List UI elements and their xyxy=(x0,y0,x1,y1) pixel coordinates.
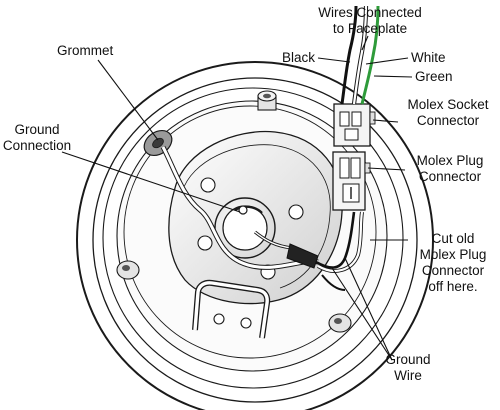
white-wire-label: White xyxy=(411,50,446,65)
green-wire-label: Green xyxy=(415,69,453,84)
leader-molex-socket xyxy=(372,119,399,123)
molex-plug-label-2: Connector xyxy=(419,169,482,184)
leader-lines xyxy=(61,35,413,361)
cut-old-label: Cut old xyxy=(432,231,475,246)
post-bottom-right xyxy=(328,313,352,333)
molex-socket-label-2: Connector xyxy=(417,113,480,128)
inner-pan-ring xyxy=(123,105,377,359)
cut-old-label-2: Molex Plug xyxy=(420,247,487,262)
wires-connected-label-2: to Faceplate xyxy=(333,21,407,36)
green-wire xyxy=(360,5,380,105)
wire-bracket xyxy=(192,279,271,339)
cut-old-label-3: Connector xyxy=(422,263,485,278)
standoff-posts xyxy=(116,90,352,333)
post-left xyxy=(116,260,140,280)
leader-wires-connected xyxy=(361,35,369,51)
molex-plug-label: Molex Plug xyxy=(417,153,484,168)
cut-old-label-4: off here. xyxy=(428,279,477,294)
molex-plug-connector xyxy=(332,151,371,211)
ground-wire xyxy=(160,145,319,270)
faceplate-wires xyxy=(340,5,380,105)
leader-ground-wire-1 xyxy=(344,257,393,361)
black-wire-label: Black xyxy=(282,50,315,65)
plate-hole xyxy=(197,235,213,251)
bracket-screw xyxy=(213,313,225,325)
molex-socket-label: Molex Socket xyxy=(407,97,488,112)
post-top xyxy=(257,90,277,111)
labels: Wires Connected to Faceplate Black White… xyxy=(3,5,489,383)
wire-nut xyxy=(286,243,319,269)
ground-wire-label-2: Wire xyxy=(394,368,422,383)
leader-ground-connection xyxy=(61,151,241,213)
ground-connection-label: Ground xyxy=(14,122,59,137)
molex-socket-connector xyxy=(333,103,376,147)
ground-wire-label: Ground xyxy=(385,352,430,367)
plate-hole xyxy=(200,177,216,193)
wires-connected-label: Wires Connected xyxy=(318,5,422,20)
leader-white xyxy=(365,57,409,65)
black-wire xyxy=(340,5,358,105)
leader-black xyxy=(317,57,351,63)
grommet-label: Grommet xyxy=(57,43,114,58)
plate-hole xyxy=(288,204,304,220)
ground-connection-label-2: Connection xyxy=(3,138,71,153)
leader-ground-wire-2 xyxy=(331,267,393,361)
leader-grommet xyxy=(97,59,159,141)
ground-screw xyxy=(238,205,248,215)
leader-green xyxy=(373,75,413,78)
leader-molex-plug xyxy=(367,167,406,171)
bracket-screw xyxy=(240,317,252,329)
